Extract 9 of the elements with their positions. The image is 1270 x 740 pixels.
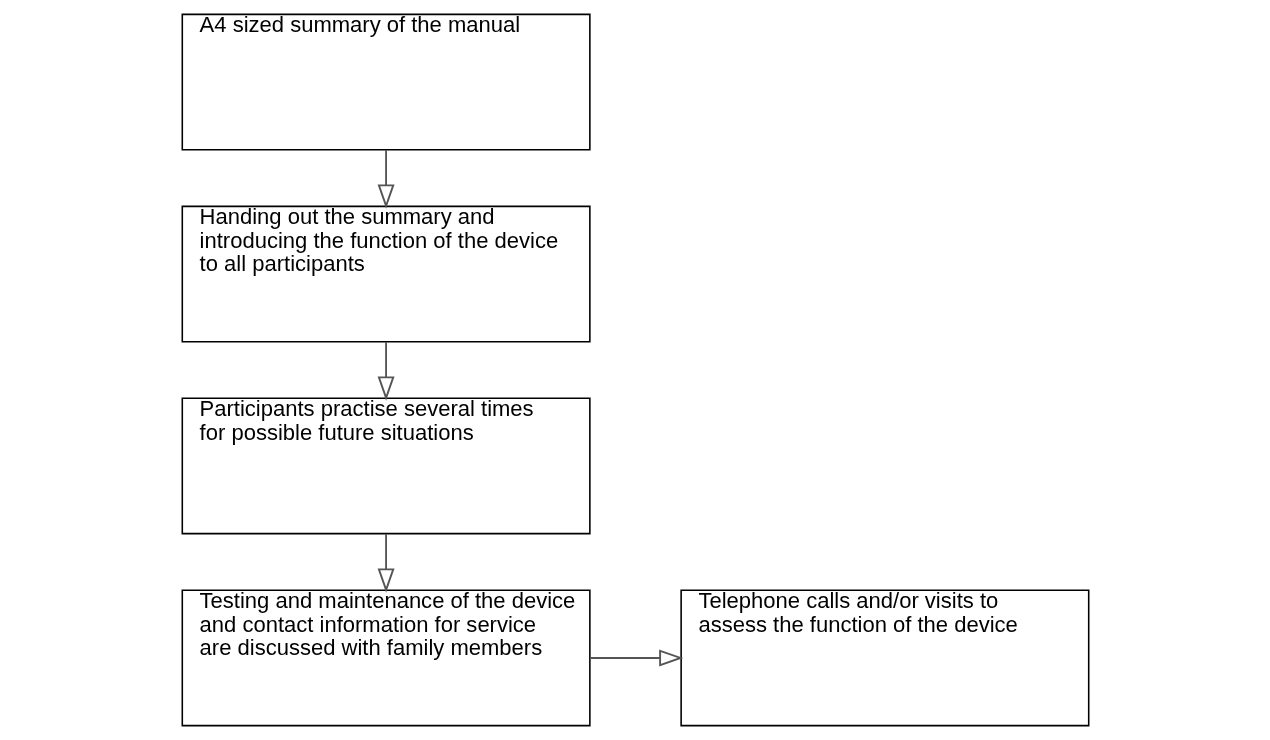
node-box: Testing and maintenance of the device and contact information for service are discussed with family members — [181, 589, 591, 727]
node-box: Telephone calls and/or visits to assess the function of the device — [679, 589, 1089, 727]
arrow — [588, 649, 683, 667]
node-box: Participants practise several times for possible future situations — [181, 397, 591, 535]
node-box: Handing out the summary and introducing the function of the device to all participants — [181, 205, 591, 343]
arrow — [377, 533, 395, 593]
node-box: A4 sized summary of the manual — [181, 13, 591, 151]
arrow — [377, 341, 395, 401]
arrow — [377, 149, 395, 209]
